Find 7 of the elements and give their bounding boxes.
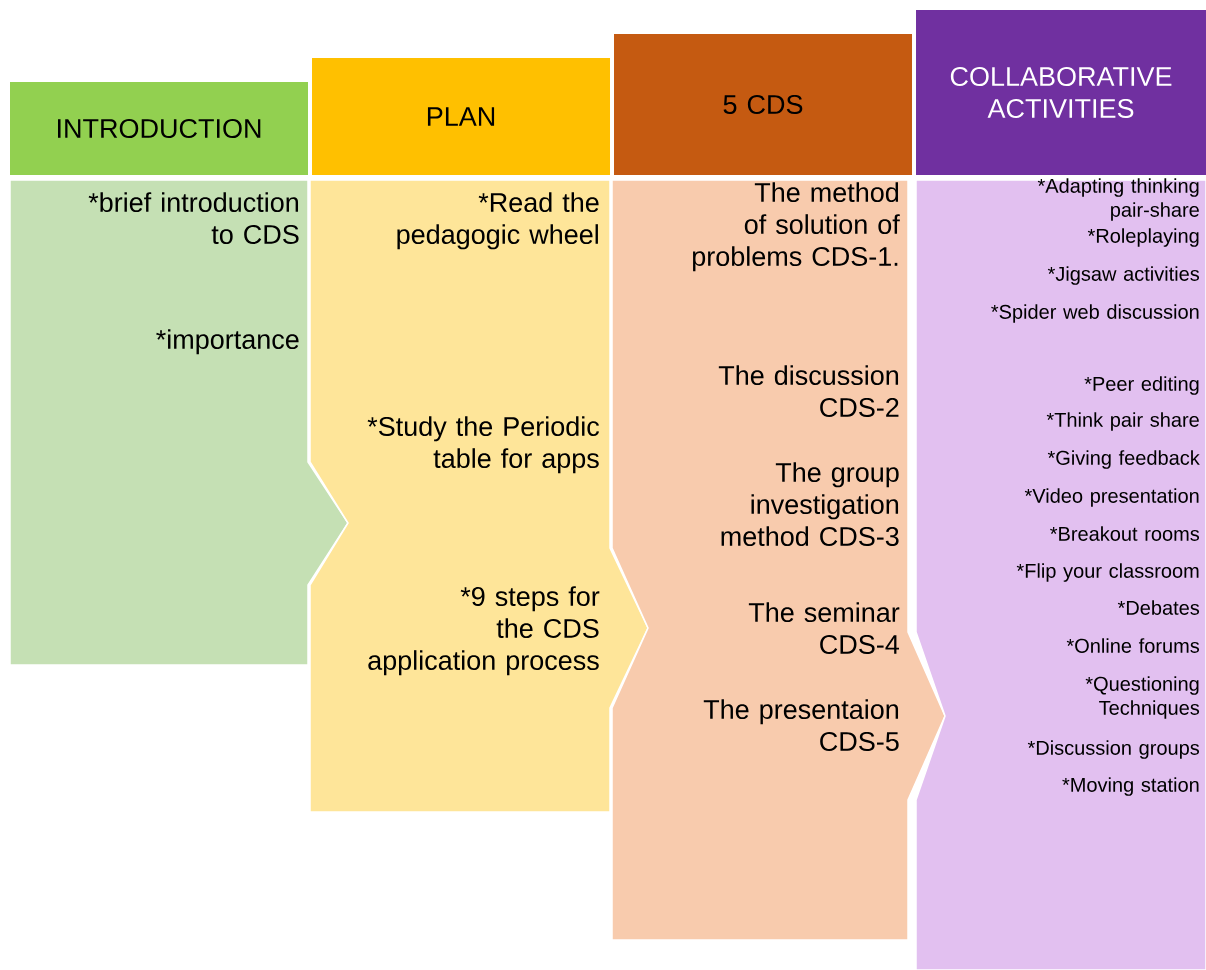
header-box: COLLABORATIVE ACTIVITIES	[916, 10, 1206, 175]
chevron-box: *Adapting thinking pair-share *Roleplaying *Jigsaw activities *Spider web discussion *Peer editing *Think pair share *Giving feedback *Video presentation *Breakout rooms *Flip your classroom *Debates *Online forums *Questioning Techniques *Discussion groups *Moving station	[915, 178, 1206, 970]
chevron-box: The method of solution of problems CDS-1. The discussion CDS-2 The group investigation method CDS-3 The seminar CDS-4 The presentaion CDS-5	[611, 179, 946, 941]
header-box: PLAN	[312, 58, 610, 175]
header-box: INTRODUCTION	[10, 82, 308, 175]
chevron-box: *Read the pedagogic wheel *Study the Periodic table for apps *9 steps for the CDS application process	[309, 179, 649, 813]
header-box: 5 CDS	[614, 34, 912, 175]
